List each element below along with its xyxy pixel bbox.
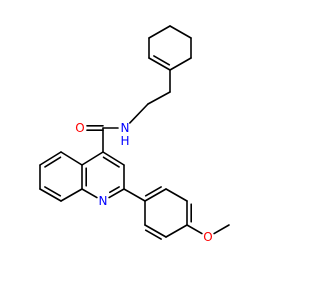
bond-layer (39, 25, 230, 240)
bond-o2-me (213, 224, 230, 235)
bond-c6-c1 (169, 57, 192, 71)
bond-p2-p3 (165, 188, 188, 202)
bond-q2-qn-b (108, 186, 120, 194)
bond-p1-p2-a (144, 188, 167, 202)
bond-p5-p6-a (144, 224, 167, 238)
bond-q4a-q5 (60, 151, 83, 166)
atom-label-o2: O (203, 230, 212, 244)
bond-p4-p5 (165, 224, 188, 238)
bond-p5-p6-b (144, 229, 162, 240)
bond-q4-q3-b (102, 156, 120, 168)
bond-q4a-q4 (81, 151, 104, 166)
bond-q4-q3-a (102, 151, 125, 166)
bond-c7-c8 (147, 91, 171, 105)
bond-q7-q8-b (44, 186, 62, 197)
bond-q5-q6-a (39, 151, 62, 166)
bond-c1-c2-b (153, 55, 171, 66)
bond-c3-c4 (148, 25, 171, 39)
bond-qn-q8a (81, 188, 98, 199)
bond-q8-q8a (60, 188, 83, 202)
bond-q5-q6-b (44, 156, 62, 168)
bond-c1-c2-a (148, 57, 171, 71)
atom-label-qn: N (99, 194, 108, 208)
bond-q7-q8-a (39, 188, 62, 202)
bond-c4-c5 (169, 25, 192, 39)
bond-c8-n1 (129, 103, 149, 124)
bond-p1-p2-b (144, 186, 162, 197)
atom-label-n1: N (121, 121, 130, 135)
bond-q2-p1 (123, 188, 146, 202)
bond-p4-o2 (186, 224, 203, 235)
bond-q2-qn-a (108, 188, 125, 199)
atom-label-o1: O (75, 121, 84, 135)
atom-label-h1: H (120, 134, 129, 148)
